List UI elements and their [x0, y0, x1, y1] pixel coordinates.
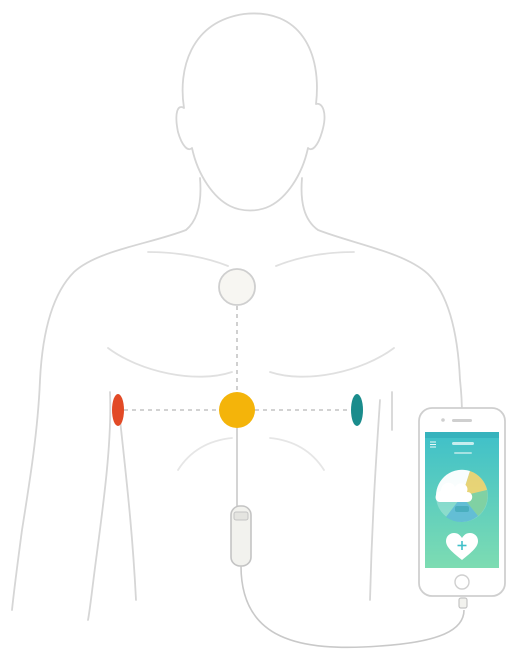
right-side-outline: [302, 178, 462, 416]
right-collarbone: [276, 252, 354, 266]
right-torso-line: [370, 400, 380, 600]
phone-speaker: [452, 419, 472, 422]
ring-value-badge: [455, 506, 469, 512]
phone-header-title: [452, 442, 474, 445]
electrode-right: [351, 394, 363, 426]
home-button-icon[interactable]: [455, 575, 469, 589]
electrode-left: [112, 394, 124, 426]
smartphone: [419, 408, 505, 608]
left-collarbone: [148, 252, 228, 266]
left-rib-arc: [178, 438, 232, 470]
phone-subtitle: [454, 452, 472, 454]
right-pec: [270, 348, 394, 377]
phone-connector-plug: [459, 598, 467, 608]
left-side-outline: [12, 178, 200, 610]
right-rib-arc: [270, 438, 324, 470]
electrode-top-center: [219, 269, 255, 305]
phone-ring-chart: [436, 470, 488, 522]
electrode-center: [219, 392, 255, 428]
left-torso-line: [118, 400, 136, 600]
left-pec: [108, 348, 232, 377]
phone-camera: [441, 418, 445, 422]
left-inner-arm: [88, 392, 110, 620]
recorder-connector: [234, 512, 248, 520]
phone-status-bar: [425, 432, 499, 438]
